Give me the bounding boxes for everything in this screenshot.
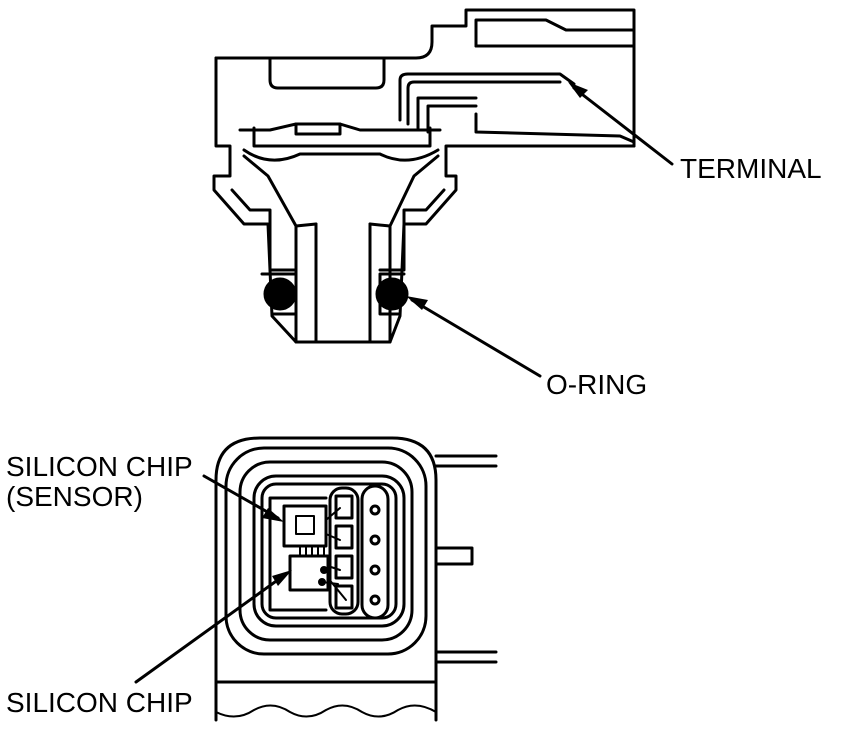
terminal-pad-4 — [334, 584, 354, 610]
terminal-pin-1 — [398, 72, 576, 122]
outer-body — [214, 436, 438, 722]
label-o-ring: O-RING — [546, 369, 647, 400]
silicon-chip-sensor — [282, 504, 328, 548]
silicon-chip-leader — [134, 572, 288, 684]
terminal-pin-4 — [426, 104, 478, 134]
port-bore — [314, 222, 372, 344]
silicon-chip — [288, 554, 330, 592]
top-recess — [268, 56, 386, 90]
terminal-pad-2 — [334, 524, 354, 550]
diaphragm-cavity — [242, 148, 440, 162]
pin-3 — [369, 564, 381, 576]
frame-1 — [224, 446, 428, 656]
sensor-top-view — [134, 436, 498, 722]
o-ring-right — [375, 277, 409, 311]
pin-4 — [369, 594, 381, 606]
terminal-leader — [572, 86, 674, 166]
side-tab — [434, 546, 474, 566]
terminal-pin-3 — [416, 96, 478, 130]
cavity-line — [252, 126, 432, 148]
o-ring-left — [263, 277, 297, 311]
terminal-strip — [328, 486, 360, 616]
sensor-chip-arrowhead — [262, 508, 284, 522]
inner-cavity — [260, 482, 398, 620]
sensor-cross-section — [212, 8, 674, 378]
label-silicon-chip-sensor-line2: (SENSOR) — [6, 481, 143, 512]
o-ring-arrowhead — [406, 296, 428, 310]
port-bore-top — [294, 222, 392, 228]
frame-2 — [238, 460, 414, 642]
o-ring-leader — [410, 298, 542, 378]
label-terminal: TERMINAL — [680, 153, 822, 184]
label-silicon-chip: SILICON CHIP — [6, 687, 193, 718]
break-line — [215, 704, 437, 718]
inner-wall — [268, 496, 328, 612]
terminal-lower — [474, 112, 636, 144]
bond-dot-1 — [320, 566, 328, 574]
terminal-arrowhead — [568, 82, 588, 98]
connector-shell-inner — [474, 18, 636, 48]
sensor-chip-leader — [202, 474, 280, 520]
port-wall-left-inner — [230, 188, 298, 272]
silicon-chip-sensor-core — [295, 515, 315, 535]
terminal-pad-1 — [334, 494, 354, 520]
bond-wires — [299, 507, 341, 557]
terminal-pad-3 — [334, 554, 354, 580]
port-wall-right-inner — [378, 188, 446, 272]
bond-dot-2 — [318, 578, 326, 586]
label-silicon-chip-sensor-line1: SILICON CHIP — [6, 451, 193, 482]
pin-2 — [369, 534, 381, 546]
frame-3 — [252, 474, 406, 628]
pin-1 — [369, 504, 381, 516]
housing-top — [214, 8, 636, 148]
terminal-pin-2 — [406, 80, 562, 126]
silicon-chip-arrowhead — [272, 570, 292, 586]
body-extension — [434, 454, 498, 664]
pin-connector — [360, 484, 390, 620]
sensor-chip-body — [294, 122, 342, 136]
